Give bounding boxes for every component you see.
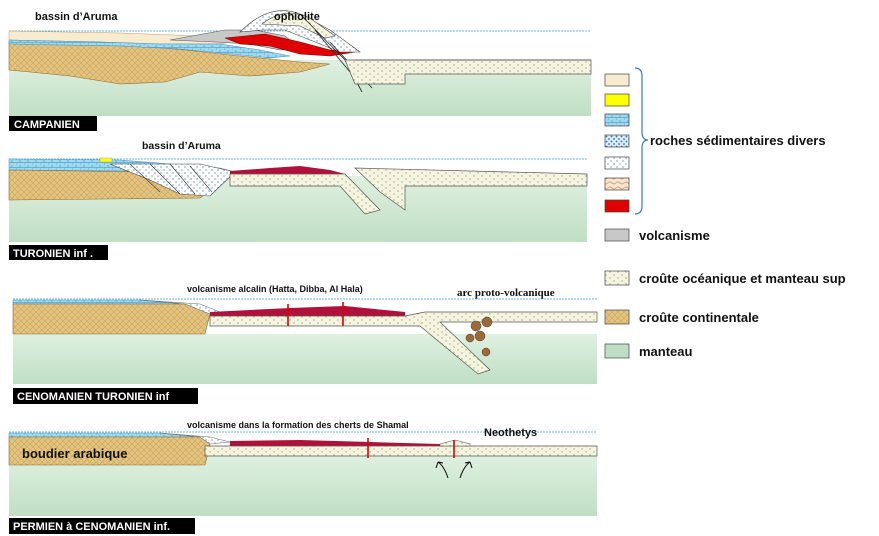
swatch-dotted-blue xyxy=(604,134,630,148)
label-neothetys: Neothetys xyxy=(484,427,537,439)
legend-sediment-swatches xyxy=(604,73,630,213)
swatch-volcanism xyxy=(604,228,630,242)
panel-tag-box xyxy=(9,245,108,260)
swatch-tan xyxy=(604,73,630,87)
swatch-red xyxy=(604,199,630,213)
volcanic-dykes xyxy=(367,438,455,458)
mantle-block xyxy=(9,456,597,516)
swatch-pink xyxy=(604,177,630,191)
legend-mantle-label: manteau xyxy=(639,344,693,359)
basin-wedge-dotted xyxy=(109,163,236,197)
legend-sediments-label: roches sédimentaires divers xyxy=(650,133,826,148)
volcanism-crimson xyxy=(230,166,345,174)
swatch-yellow xyxy=(604,93,630,107)
volcanic-dykes xyxy=(287,302,344,326)
continental-crust xyxy=(12,303,211,335)
legend-continental-label: croûte continentale xyxy=(639,310,759,325)
panel-permien-cenomanien: PERMIEN à CENOMANIEN inf. volcanisme dan… xyxy=(8,420,598,534)
basin-sediment-blue xyxy=(8,39,291,59)
label-boudier-arabique: boudier arabique xyxy=(22,446,127,461)
label-bassin-aruma: bassin d’Aruma xyxy=(142,140,221,152)
mantle-block xyxy=(13,334,597,384)
panel-tag-box xyxy=(13,388,198,404)
legend-volcanism-label: volcanisme xyxy=(639,228,710,243)
panel-cenomanien-turonien: CENOMANIEN TURONIEN inf volcanisme alcal… xyxy=(12,284,598,404)
panel-campanien: CAMPANIEN bassin d’Aruma ophiolite xyxy=(8,10,592,131)
ridge-shoulder xyxy=(439,439,471,447)
panel-turonien: TURONIEN inf . bassin d’Aruma xyxy=(8,140,588,260)
continental-crust xyxy=(8,41,331,85)
panel-tag-box xyxy=(9,518,195,534)
label-arc-proto-volcanique: arc proto-volcanique xyxy=(457,287,555,299)
swatch-mantle xyxy=(604,343,630,359)
swatch-white xyxy=(604,156,630,170)
legend: roches sédimentaires divers volcanisme c… xyxy=(604,67,846,359)
panel-tag: PERMIEN à CENOMANIEN inf. xyxy=(13,521,170,533)
legend-brace xyxy=(634,67,649,215)
swatch-blue xyxy=(604,113,630,127)
swatch-oceanic xyxy=(604,270,630,286)
mantle-upwelling-arrows xyxy=(435,461,473,479)
volcanism-crimson xyxy=(210,306,405,316)
sediment-blue xyxy=(8,432,201,438)
label-ophiolite: ophiolite xyxy=(274,11,320,23)
panel-tag-box xyxy=(9,116,97,131)
label-bassin-aruma: bassin d’Aruma xyxy=(35,11,118,23)
wedge-faults xyxy=(129,163,213,195)
oceanic-crust xyxy=(204,445,598,457)
oceanic-crust xyxy=(209,311,598,375)
label-volcanisme-alcalin: volcanisme alcalin (Hatta, Dibba, Al Hal… xyxy=(187,284,363,294)
label-volcanisme-shamal: volcanisme dans la formation des cherts … xyxy=(187,420,409,430)
yellow-sediment xyxy=(99,157,113,163)
oceanic-slab xyxy=(229,173,381,215)
sediment-white xyxy=(159,432,231,445)
legend-oceanic-label: croûte océanique et manteau sup xyxy=(639,271,846,286)
ophiolite-body xyxy=(224,33,356,57)
panel-tag: CENOMANIEN TURONIEN inf xyxy=(17,391,170,403)
oceanic-crust xyxy=(354,167,588,211)
panel-tag: CAMPANIEN xyxy=(14,119,80,131)
sediment-blue xyxy=(12,299,186,305)
magma-blobs xyxy=(465,316,493,357)
swatch-continental xyxy=(604,309,630,325)
volcanism-crimson xyxy=(230,440,440,446)
panel-tag: TURONIEN inf . xyxy=(13,248,93,260)
